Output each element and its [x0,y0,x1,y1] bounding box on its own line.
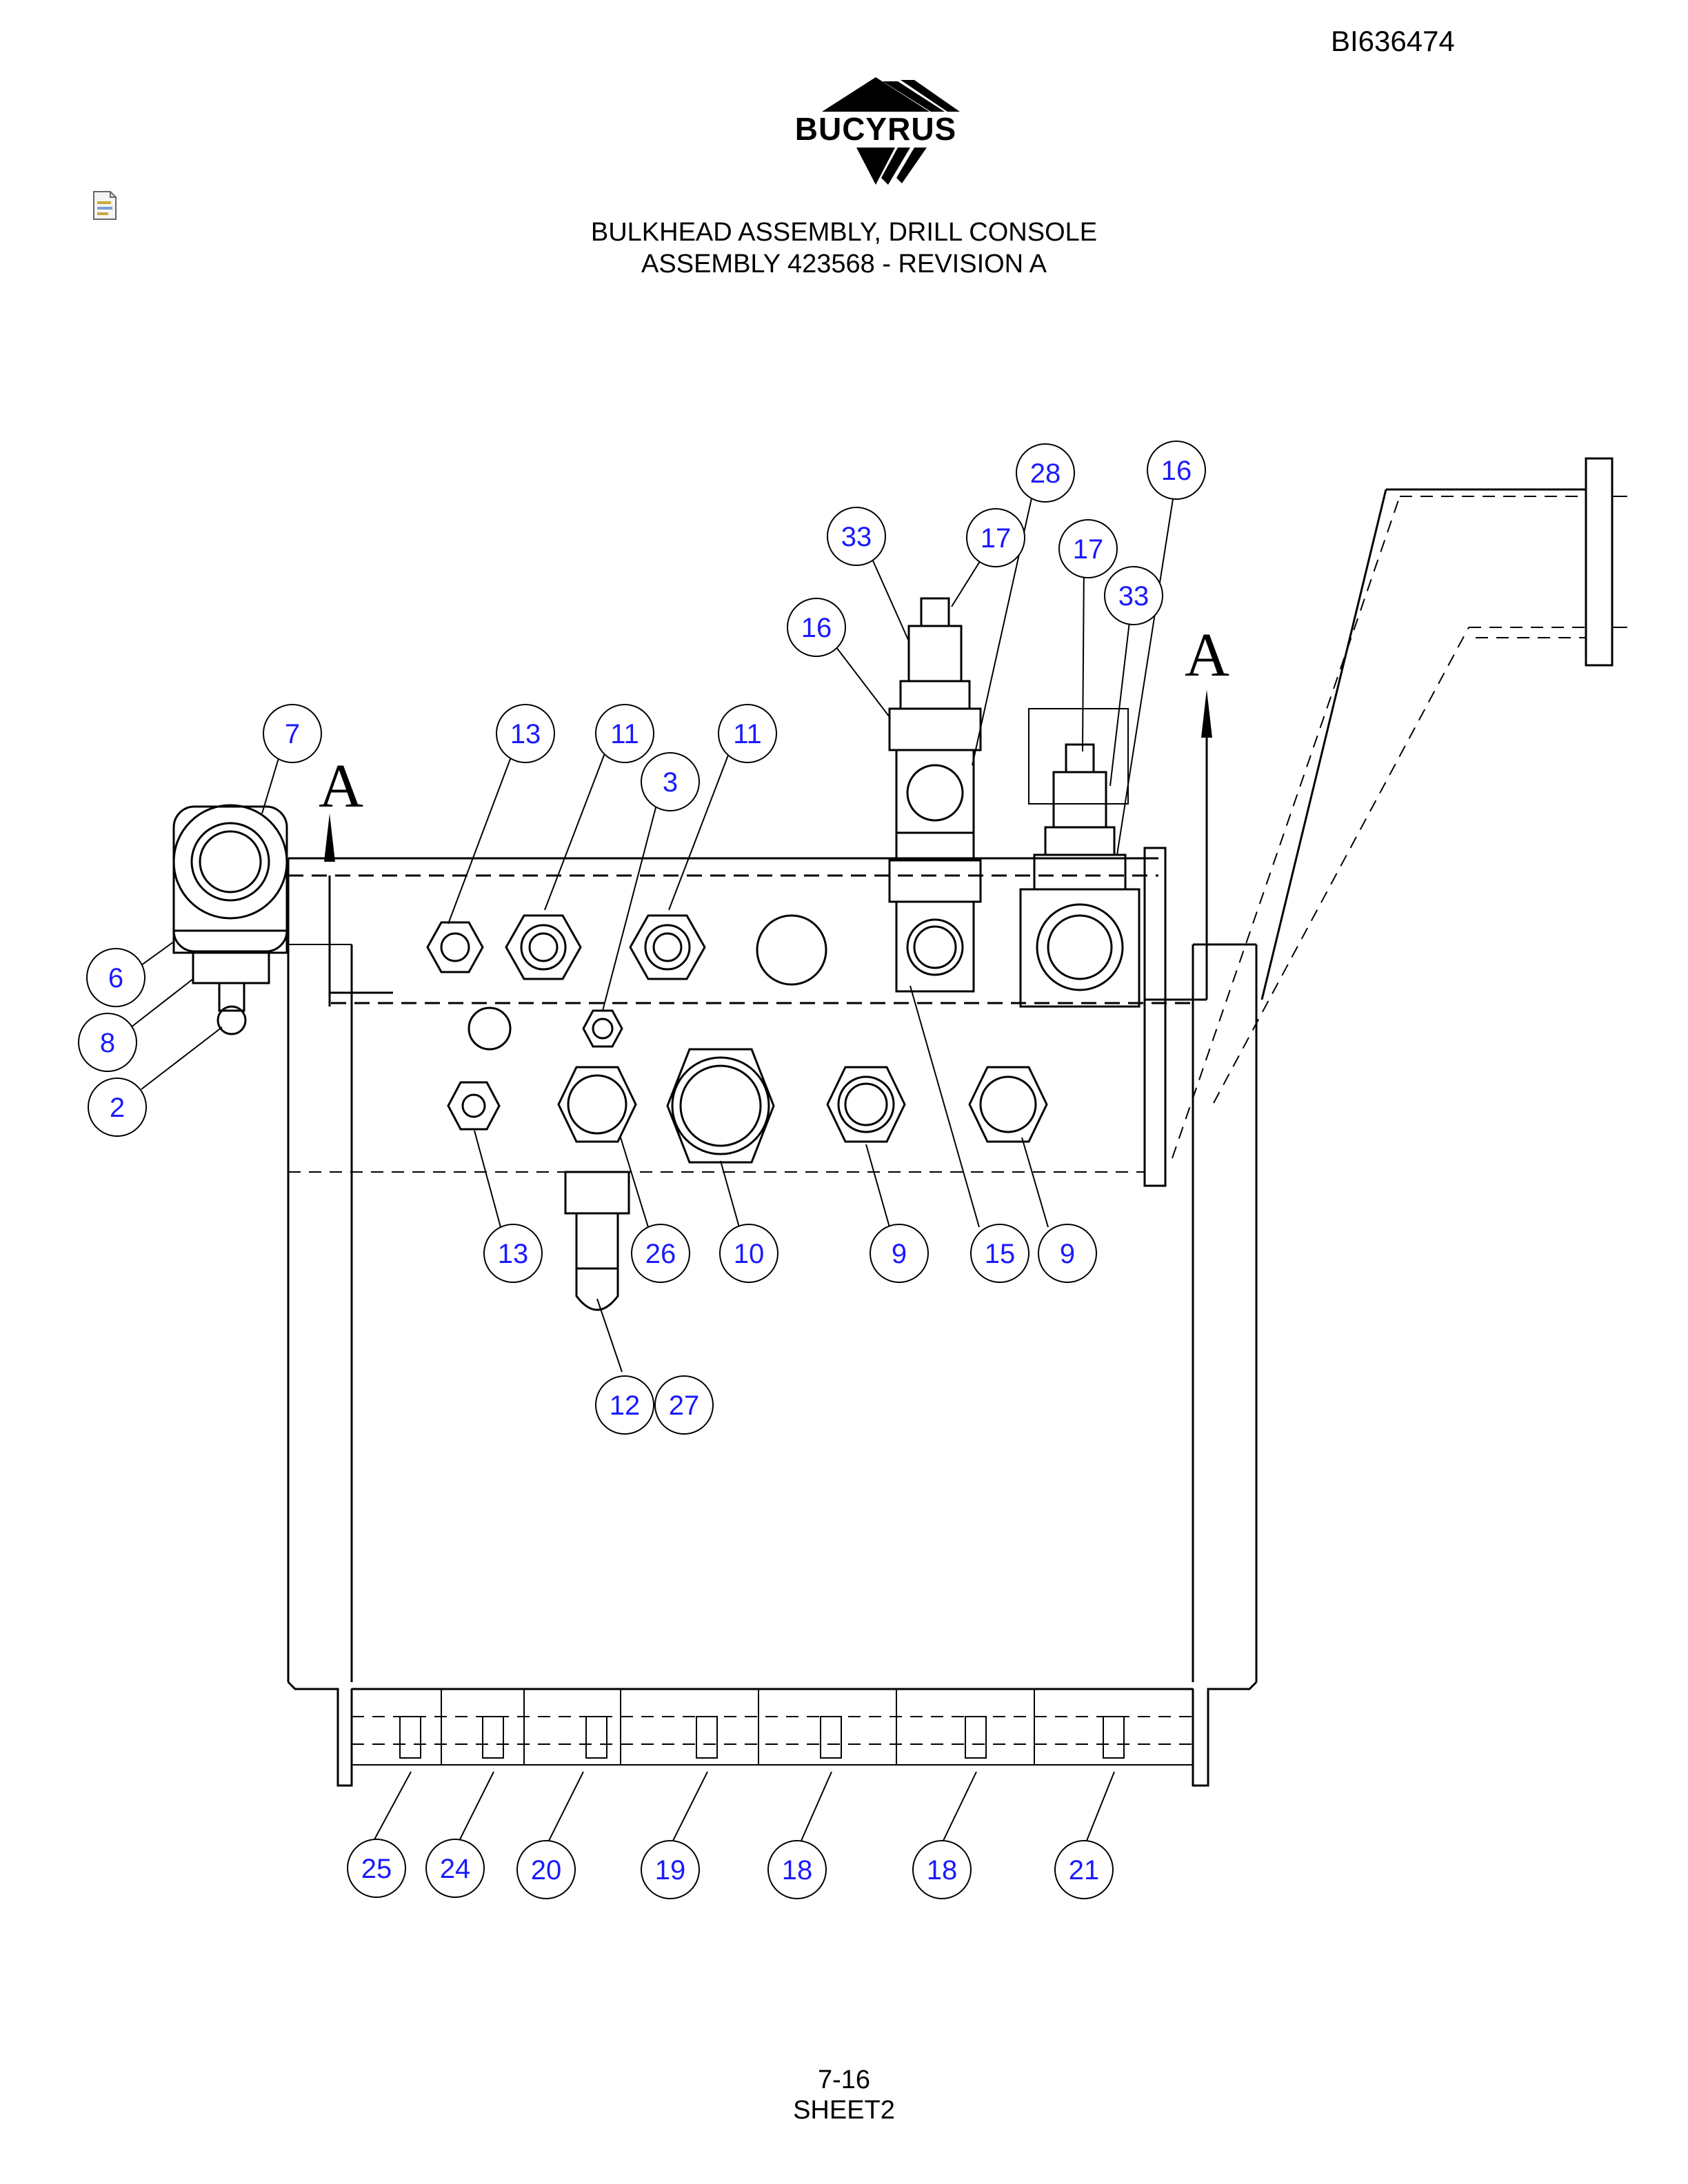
svg-text:2: 2 [110,1093,125,1123]
svg-text:27: 27 [669,1391,700,1421]
balloon-33: 33 [1104,566,1163,625]
svg-text:9: 9 [1060,1239,1075,1269]
balloon-6: 6 [86,948,145,1007]
balloon-11: 11 [718,704,777,763]
side-bracket [1143,457,1627,1187]
svg-text:17: 17 [1073,534,1104,565]
balloon-19: 19 [641,1840,700,1899]
svg-text:12: 12 [610,1391,641,1421]
svg-text:19: 19 [655,1855,686,1885]
sheet-label: SHEET2 [793,2096,895,2125]
bucyrus-logo-mark [822,77,960,185]
drawing-title: BULKHEAD ASSEMBLY, DRILL CONSOLE ASSEMBL… [0,216,1688,280]
section-mark-left: A [319,752,363,820]
balloon-28: 28 [1016,443,1075,503]
balloon-8: 8 [78,1013,137,1072]
balloon-16: 16 [1147,441,1206,500]
title-line-2: ASSEMBLY 423568 - REVISION A [641,250,1047,279]
document-number: BI636474 [1331,25,1455,57]
svg-text:8: 8 [100,1028,115,1058]
svg-text:17: 17 [981,523,1012,554]
svg-text:18: 18 [782,1855,813,1885]
terminal-strip [351,1688,1194,1766]
upper-fittings [426,914,827,1051]
balloon-10: 10 [719,1224,778,1283]
balloon-21: 21 [1054,1840,1114,1899]
title-line-1: BULKHEAD ASSEMBLY, DRILL CONSOLE [590,218,1098,247]
svg-text:6: 6 [108,963,123,993]
svg-text:10: 10 [734,1239,765,1269]
svg-text:7: 7 [285,719,300,749]
balloon-25: 25 [347,1839,406,1898]
balloon-3: 3 [641,752,700,811]
balloon-13: 13 [483,1224,543,1283]
balloon-20: 20 [516,1840,576,1899]
balloon-13: 13 [496,704,555,763]
svg-text:18: 18 [927,1855,958,1885]
svg-text:20: 20 [531,1855,562,1885]
balloon-15: 15 [970,1224,1029,1283]
svg-text:11: 11 [610,719,639,749]
leader-lines [130,485,1176,1841]
page-footer: 7-16 SHEET2 [0,2065,1688,2125]
left-elbow-fitting [172,804,288,1035]
valve-stack-right [1019,708,1141,1008]
balloon-26: 26 [631,1224,690,1283]
balloon-24: 24 [425,1839,485,1898]
balloon-7: 7 [263,704,322,763]
section-mark-right: A [1185,621,1229,689]
svg-text:13: 13 [510,719,541,749]
svg-text:24: 24 [440,1854,471,1884]
balloon-2: 2 [88,1078,147,1137]
section-markers: A A [319,621,1229,1007]
svg-text:28: 28 [1030,458,1061,489]
logo-wordmark: BUCYRUS [794,111,957,147]
svg-text:13: 13 [498,1239,529,1269]
svg-text:16: 16 [801,613,832,643]
balloon-9: 9 [870,1224,929,1283]
svg-text:3: 3 [663,767,678,798]
svg-text:11: 11 [733,719,762,749]
balloon-11: 11 [595,704,654,763]
svg-text:9: 9 [892,1239,907,1269]
balloon-17: 17 [966,508,1025,567]
balloon-33: 33 [827,507,886,566]
balloon-callouts: 28 16 33 17 17 33 16 7 13 11 11 3 6 8 2 … [78,441,1206,1899]
page-number: 7-16 [817,2065,871,2094]
balloon-18: 18 [912,1840,972,1899]
svg-text:26: 26 [645,1239,676,1269]
bucyrus-logo: BUCYRUS [779,74,972,192]
balloon-18: 18 [767,1840,827,1899]
svg-text:15: 15 [985,1239,1016,1269]
balloon-27: 27 [654,1375,714,1435]
document-icon[interactable] [91,190,119,221]
balloon-12: 12 [595,1375,654,1435]
lower-fittings [447,1048,1048,1311]
balloon-17: 17 [1058,519,1118,578]
svg-text:21: 21 [1069,1855,1100,1885]
svg-text:33: 33 [841,522,872,552]
svg-text:33: 33 [1118,581,1149,611]
valve-stack-left [888,597,982,993]
svg-text:25: 25 [361,1854,392,1884]
svg-text:16: 16 [1161,456,1192,486]
bulkhead-plate [287,857,1258,1787]
balloon-9: 9 [1038,1224,1097,1283]
balloon-16: 16 [787,598,846,657]
